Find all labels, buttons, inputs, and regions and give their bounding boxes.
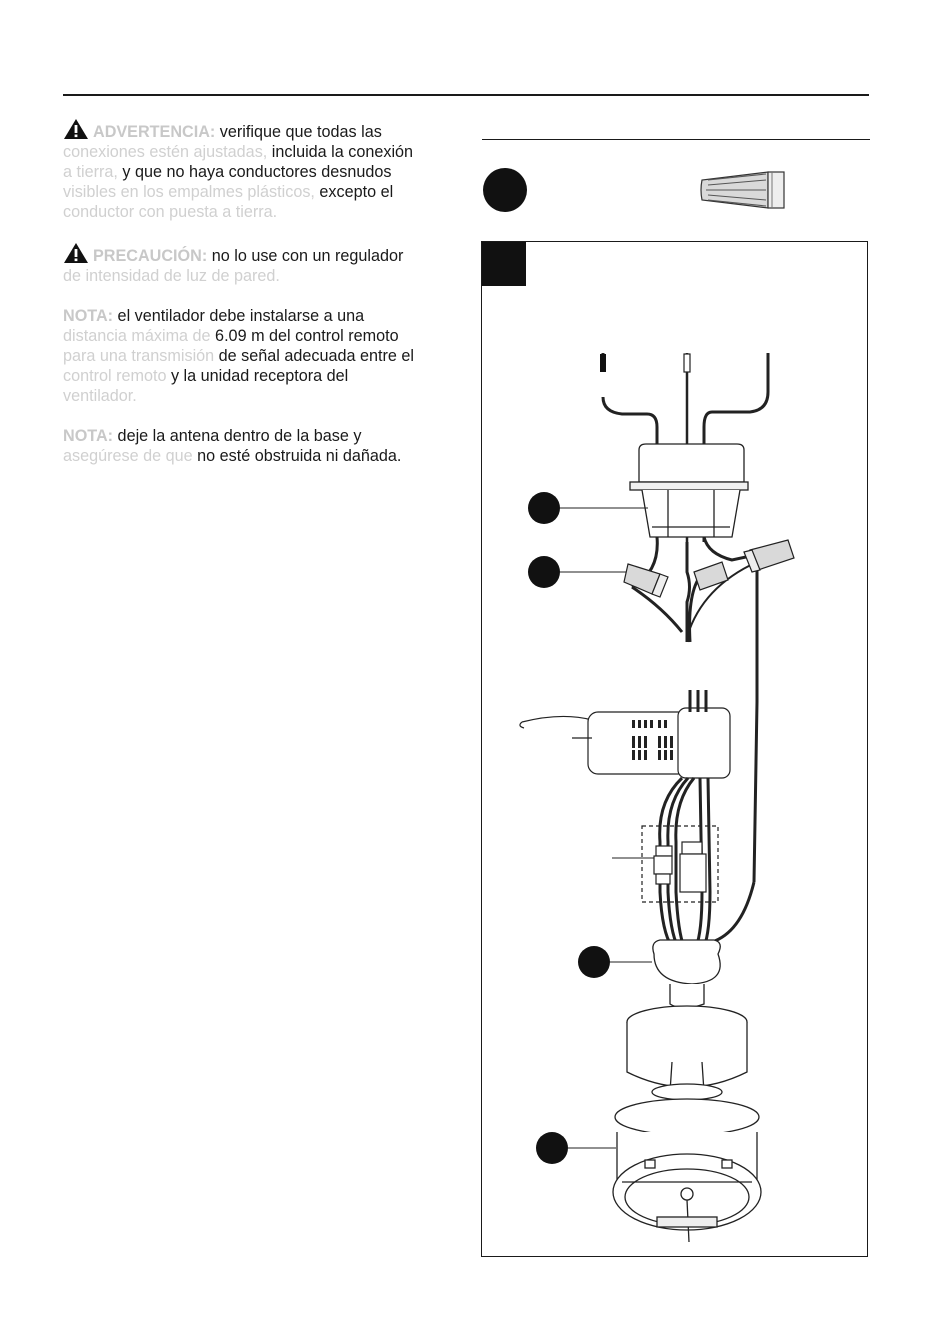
header-rule xyxy=(63,94,869,96)
warning-triangle-icon xyxy=(64,119,88,139)
wire-nut-right xyxy=(743,539,795,573)
fan-canopy xyxy=(652,939,721,985)
receiver-top-wires xyxy=(688,690,708,712)
wiring-illustration xyxy=(519,353,795,1243)
callout-badge xyxy=(536,1132,568,1164)
receiver-unit xyxy=(519,707,731,779)
connector-zone xyxy=(641,825,719,903)
hardware-badge xyxy=(483,168,527,212)
wire-nut-middle xyxy=(693,561,729,591)
callout-badge xyxy=(528,492,560,524)
wire-connector-icon xyxy=(700,171,785,209)
caution-note: PRECAUCIÓN: no lo use con un regulador d… xyxy=(63,242,463,286)
motor-housing xyxy=(626,1005,748,1101)
black-wire-end xyxy=(600,354,606,372)
step-badge xyxy=(482,242,526,286)
warning-label: ADVERTENCIA: xyxy=(93,123,216,141)
warning-triangle-icon xyxy=(64,243,88,263)
callout-badge xyxy=(528,556,560,588)
safety-notes: ADVERTENCIA: verifique que todas las con… xyxy=(63,118,463,486)
fan-base xyxy=(612,1098,762,1243)
note-antenna: NOTA: deje la antena dentro de la base y… xyxy=(63,427,402,465)
callout-badge xyxy=(578,946,610,978)
downrod xyxy=(669,984,705,1009)
note-distance: NOTA: el ventilador debe instalarse a un… xyxy=(63,307,414,405)
receiver-output-wires xyxy=(658,776,756,948)
caution-label: PRECAUCIÓN: xyxy=(93,247,208,265)
mounting-bracket xyxy=(629,443,749,538)
note-label: NOTA: xyxy=(63,307,114,325)
hardware-rule xyxy=(482,139,870,140)
white-wire-end xyxy=(683,353,691,373)
note-label: NOTA: xyxy=(63,427,114,445)
plug-connector-left xyxy=(653,845,673,885)
plug-connector-right xyxy=(679,841,707,893)
wiring-diagram xyxy=(481,241,868,1257)
warning-note: ADVERTENCIA: verifique que todas las con… xyxy=(63,118,463,222)
wire-nut-left xyxy=(623,563,669,598)
